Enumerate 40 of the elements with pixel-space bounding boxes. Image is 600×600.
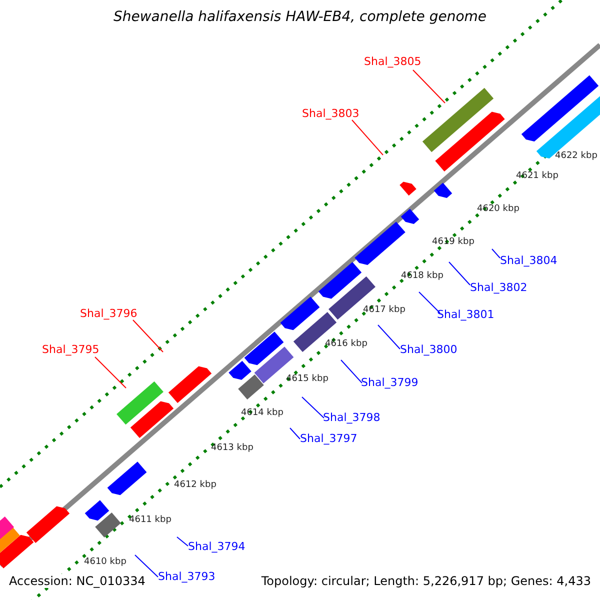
scale-tick-label: 4612 kbp [174,480,216,490]
scale-tick-label: 4613 kbp [211,443,254,453]
scale-tick-label: 4611 kbp [129,515,172,525]
leader-line [412,70,446,104]
leader-line [492,248,500,258]
gene-label: Shal_3797 [300,432,358,445]
leader-line [340,360,362,384]
scale-tick-label: 4610 kbp [84,557,126,567]
gene-label: Shal_3805 [364,55,422,68]
leader-line [352,120,384,156]
gene-label: Shal_3804 [500,254,558,267]
leader-line [302,396,324,418]
leader-line [134,554,158,578]
scale-tick-label: 4618 kbp [401,271,444,281]
scale-tick-label: 4615 kbp [286,374,328,384]
scale-tick-label: 4616 kbp [325,339,368,349]
leader-line [94,356,126,388]
gene-label: Shal_3795 [42,343,100,356]
scale-tick-label: 4617 kbp [363,305,406,315]
gene-label: Shal_3796 [80,307,138,320]
gene-label: Shal_3793 [158,570,216,583]
gene-label: Shal_3798 [323,411,380,424]
gene-label: Shal_3794 [188,540,246,553]
scale-tick-label: 4622 kbp [555,151,598,161]
scale-tick-label: 4621 kbp [516,171,558,181]
leader-line [132,320,164,352]
leader-line [378,324,400,350]
leader-line [418,292,440,314]
title: Shewanella halifaxensis HAW-EB4, complete genome [112,9,488,25]
gene-label: Shal_3799 [361,376,418,389]
gene-label: Shal_3803 [302,107,360,120]
gene-label: Shal_3802 [470,281,528,294]
leader-line [176,536,188,546]
gene-label: Shal_3801 [437,308,494,321]
leader-line [448,262,470,286]
scale-tick-label: 4620 kbp [477,204,520,214]
scale-tick-label: 4614 kbp [241,408,284,418]
scale-tick-label: 4619 kbp [432,237,474,247]
leader-line [290,428,300,440]
gene-label: Shal_3800 [400,343,458,356]
